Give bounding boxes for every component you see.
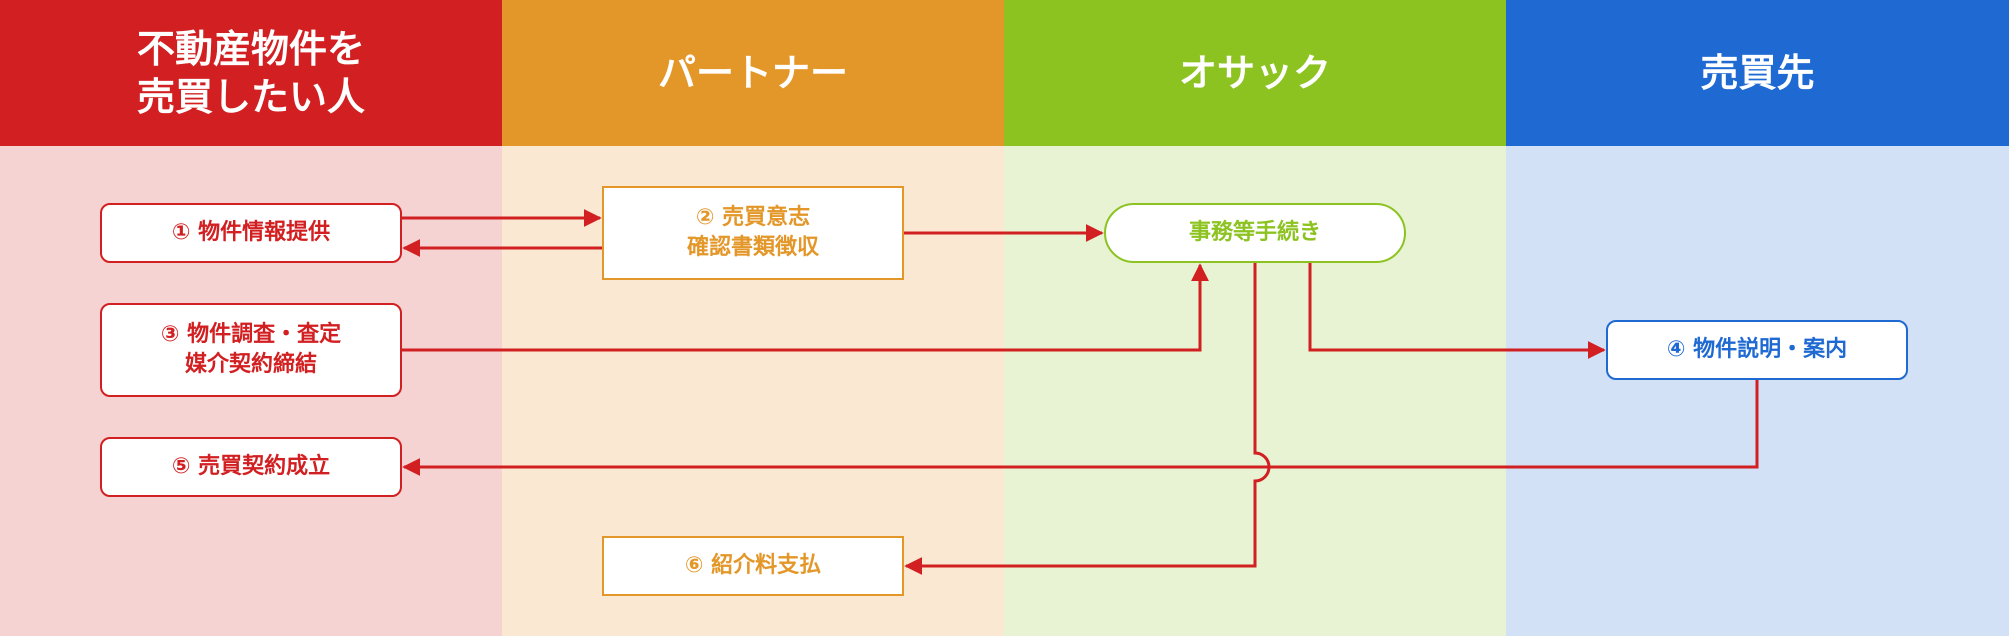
lane-buyer-header: 売買先 [1506, 0, 2009, 146]
step-property-explanation: ④ 物件説明・案内 [1606, 320, 1908, 380]
lane-buyer-body [1506, 146, 2009, 636]
step-office-procedures: 事務等手続き [1104, 203, 1406, 263]
lane-partner-header: パートナー [502, 0, 1004, 146]
lane-osakku: オサック [1004, 0, 1506, 636]
step-sale-contract: ⑤ 売買契約成立 [100, 437, 402, 497]
step-referral-fee: ⑥ 紹介料支払 [602, 536, 904, 596]
step-property-info: ① 物件情報提供 [100, 203, 402, 263]
step-survey-and-brokerage: ③ 物件調査・査定 媒介契約締結 [100, 303, 402, 397]
lane-osakku-header: オサック [1004, 0, 1506, 146]
lane-seller-header: 不動産物件を 売買したい人 [0, 0, 502, 146]
step-sale-intent-documents: ② 売買意志 確認書類徴収 [602, 186, 904, 280]
lane-buyer: 売買先 [1506, 0, 2009, 636]
